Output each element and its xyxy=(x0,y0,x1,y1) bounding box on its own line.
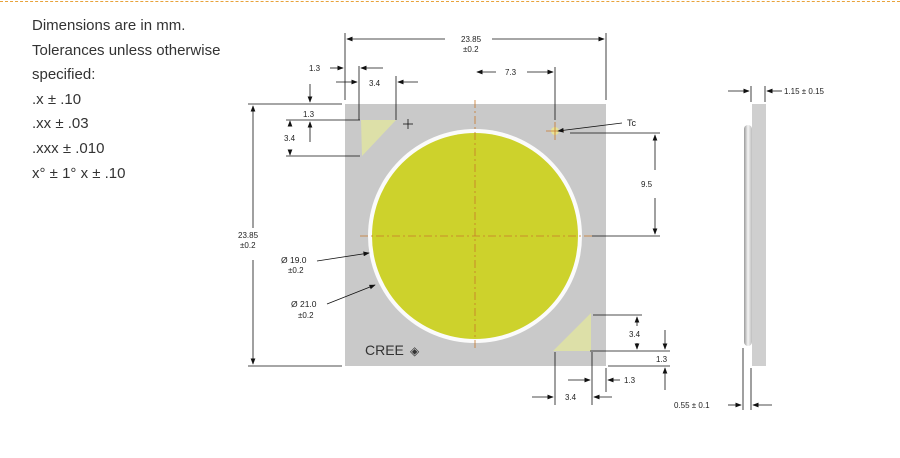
note-line: Dimensions are in mm. xyxy=(32,17,186,34)
corner-size-e: 3.4 xyxy=(565,393,577,402)
les-diameter: Ø 19.0 xyxy=(281,255,307,265)
side-substrate xyxy=(752,104,766,366)
corner-offset-d: 1.3 xyxy=(656,355,668,364)
corner-size-a: 3.4 xyxy=(369,79,381,88)
corner-offset-c: 3.4 xyxy=(629,330,641,339)
les-tol: ±0.2 xyxy=(288,266,304,275)
dam-tol: ±0.2 xyxy=(298,311,314,320)
corner-offset-e: 1.3 xyxy=(624,376,636,385)
tc-x-dim: 7.3 xyxy=(505,68,517,77)
solder-pad-bottom-right xyxy=(553,313,591,351)
note-line: specified: xyxy=(32,66,96,84)
side-lens xyxy=(744,125,752,346)
dam-diameter: Ø 21.0 xyxy=(291,299,317,309)
note-line: Tolerances unless otherwise xyxy=(32,41,221,59)
corner-offset-b: 1.3 xyxy=(303,110,315,119)
height-tol: ±0.2 xyxy=(240,241,256,250)
width-tol: ±0.2 xyxy=(463,45,479,54)
dashed-divider xyxy=(0,1,900,2)
corner-size-b: 3.4 xyxy=(284,134,296,143)
note-line: .xxx ± .010 xyxy=(32,139,105,157)
side-thickness: 1.15 ± 0.15 xyxy=(784,87,825,96)
note-line: x° ± 1° x ± .10 xyxy=(32,164,126,182)
note-line: .xx ± .03 xyxy=(32,115,89,133)
tc-label: Tc xyxy=(627,118,637,128)
tolerance-notes: Dimensions are in mm. Tolerances unless … xyxy=(32,14,220,186)
cree-logo: CREE xyxy=(365,342,404,358)
plus-marker xyxy=(403,119,413,129)
note-line: .x ± .10 xyxy=(32,90,82,108)
side-lens-height: 0.55 ± 0.1 xyxy=(674,401,710,410)
solder-pad-top-left xyxy=(361,120,396,156)
tc-y-dim: 9.5 xyxy=(641,180,653,189)
width-dim: 23.85 xyxy=(461,35,482,44)
corner-offset-a: 1.3 xyxy=(309,64,321,73)
cree-logo-mark: ◈ xyxy=(410,344,420,358)
height-dim: 23.85 xyxy=(238,231,259,240)
